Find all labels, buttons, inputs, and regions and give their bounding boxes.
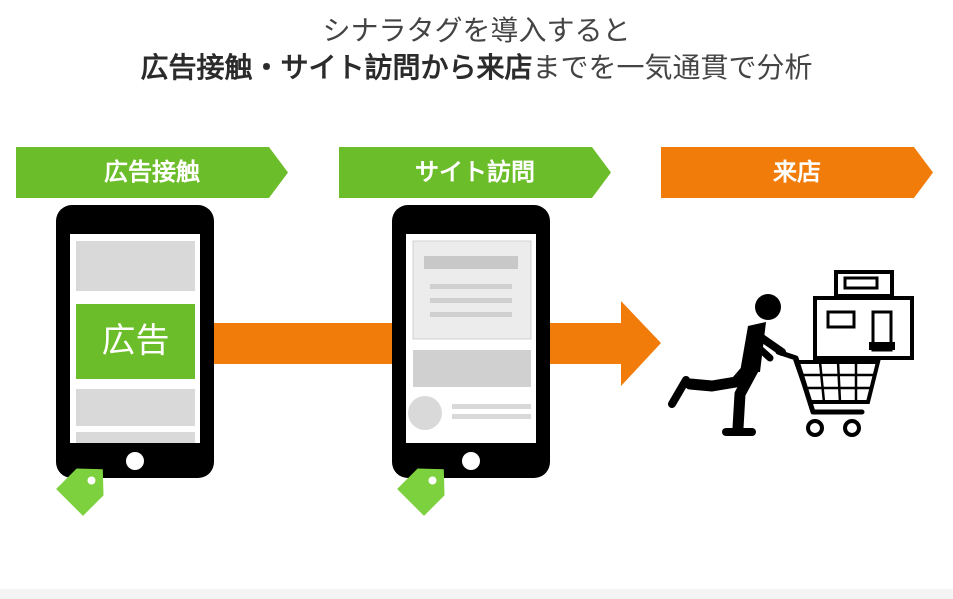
tag-icon-2 (397, 468, 445, 516)
store-icon (813, 270, 914, 360)
phone-site-article (412, 240, 532, 340)
tag-icon-1 (56, 468, 104, 516)
bottom-band (0, 589, 953, 599)
phone-site-meta-1 (452, 404, 531, 409)
stage-ad-contact: 広告接触 (16, 147, 288, 198)
connector-bar-1 (210, 323, 396, 364)
shopping-cart-icon (775, 349, 881, 437)
title-line-1: シナラタグを導入すると (322, 14, 631, 47)
phone-site-line-2 (430, 298, 512, 303)
phone-ad-banner (76, 304, 195, 379)
stage-store-visit: 来店 (661, 147, 933, 198)
phone-ad (56, 205, 214, 478)
phone-site-line-3 (430, 312, 512, 317)
phone-site (392, 205, 550, 478)
connector-arrow-2 (548, 301, 661, 386)
phone-site-headline (424, 256, 518, 269)
title-emphasis: 広告接触・サイト訪問から来店 (140, 51, 533, 84)
phone-ad-block-top (76, 241, 195, 291)
title-rest: までを一気通貫で分析 (532, 51, 813, 84)
phone-site-line-1 (430, 284, 512, 289)
phone-site-image (413, 350, 531, 387)
phone-site-avatar (408, 396, 442, 430)
title-line-2: 広告接触・サイト訪問から来店までを一気通貫で分析 (0, 50, 953, 86)
phone-site-meta-2 (452, 414, 531, 419)
stage-site-visit: サイト訪問 (339, 147, 611, 198)
shopper-icon (668, 294, 786, 436)
phone-ad-block-footer (76, 432, 195, 443)
phone-site-home-button (462, 452, 480, 470)
ad-banner-text: 広告 (101, 321, 170, 361)
phone-ad-block-bottom (76, 389, 195, 426)
phone-ad-home-button (126, 452, 144, 470)
